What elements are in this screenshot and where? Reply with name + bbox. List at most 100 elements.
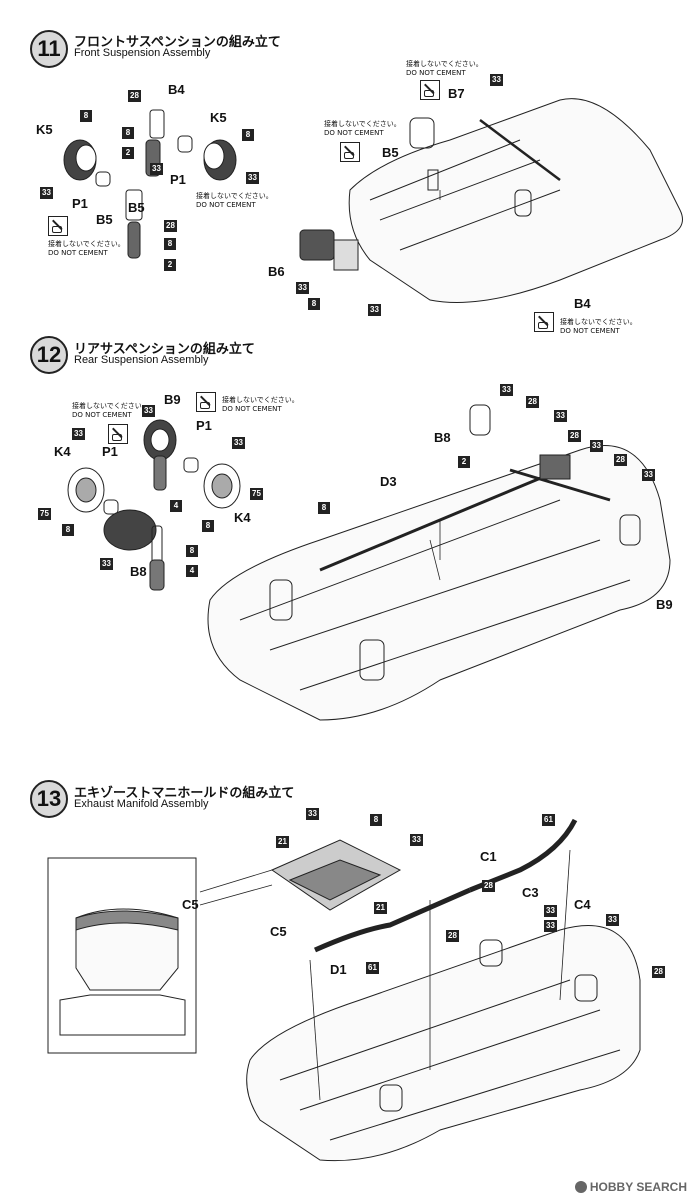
no-cement-icon [196,392,216,412]
watermark: HOBBY SEARCH [574,1180,687,1194]
part-label: B9 [656,597,673,612]
part-number-badge: 33 [296,282,309,294]
part-number-badge: 28 [482,880,495,892]
part-number-badge: 33 [232,437,245,449]
part-number-badge: 33 [72,428,85,440]
no-cement-note: 接着しないでください。DO NOT CEMENT [196,192,273,209]
part-number-badge: 33 [368,304,381,316]
step12-car-drawing [207,404,671,721]
step-number-13: 13 [30,780,68,818]
step-title-jp-13: エキゾーストマニホールドの組み立て [74,786,295,801]
step13-inset-drawing [47,857,197,1054]
part-number-badge: 8 [242,129,254,141]
part-number-badge: 28 [568,430,581,442]
no-cement-icon [48,216,68,236]
part-label: K5 [210,110,227,125]
part-number-badge: 28 [526,396,539,408]
part-number-badge: 33 [490,74,503,86]
part-label: B4 [168,82,185,97]
part-label: K4 [234,510,251,525]
part-label: B7 [448,86,465,101]
part-number-badge: 8 [80,110,92,122]
part-label: B9 [164,392,181,407]
part-label: C5 [182,897,199,912]
part-number-badge: 33 [544,920,557,932]
leader-lines [199,190,571,1101]
no-cement-note: 接着しないでください。DO NOT CEMENT [222,396,299,413]
part-number-badge: 4 [186,565,198,577]
part-number-badge: 33 [150,163,163,175]
no-cement-note: 接着しないでください。DO NOT CEMENT [48,240,125,257]
part-label: B5 [382,145,399,160]
no-cement-icon [534,312,554,332]
part-number-badge: 8 [122,127,134,139]
part-label: P1 [170,172,186,187]
step-number-12: 12 [30,336,68,374]
part-label: K5 [36,122,53,137]
part-number-badge: 8 [186,545,198,557]
part-number-badge: 33 [410,834,423,846]
step-title-en-12: Rear Suspension Assembly [74,354,209,366]
part-number-badge: 33 [544,905,557,917]
part-number-badge: 28 [614,454,627,466]
part-number-badge: 28 [128,90,141,102]
step11-parts-drawing [63,109,237,259]
part-number-badge: 33 [606,914,619,926]
step-title-en-13: Exhaust Manifold Assembly [74,798,209,810]
part-label: P1 [196,418,212,433]
part-number-badge: 2 [164,259,176,271]
part-label: B6 [268,264,285,279]
part-number-badge: 33 [40,187,53,199]
no-cement-icon [420,80,440,100]
part-label: B8 [130,564,147,579]
part-label: C3 [522,885,539,900]
part-label: B4 [574,296,591,311]
part-number-badge: 33 [100,558,113,570]
no-cement-note: 接着しないでください。DO NOT CEMENT [406,60,483,77]
part-label: K4 [54,444,71,459]
step-title-jp-11: フロントサスペンションの組み立て [74,35,281,50]
part-number-badge: 8 [202,520,214,532]
part-number-badge: 28 [446,930,459,942]
step-title-jp-12: リアサスペンションの組み立て [74,342,255,357]
part-number-badge: 4 [170,500,182,512]
part-label: D3 [380,474,397,489]
part-number-badge: 8 [370,814,382,826]
part-number-badge: 33 [554,410,567,422]
step-number-11: 11 [30,30,68,68]
part-number-badge: 8 [308,298,320,310]
step13-car-drawing [246,818,641,1162]
part-number-badge: 8 [62,524,74,536]
part-number-badge: 28 [164,220,177,232]
no-cement-note: 接着しないでください。DO NOT CEMENT [560,318,637,335]
part-number-badge: 2 [122,147,134,159]
part-number-badge: 61 [366,962,379,974]
part-number-badge: 75 [250,488,263,500]
part-number-badge: 75 [38,508,51,520]
part-number-badge: 8 [318,502,330,514]
hobby-search-logo-icon [574,1181,587,1193]
part-label: B8 [434,430,451,445]
part-label: C1 [480,849,497,864]
part-label: C5 [270,924,287,939]
step11-car-drawing [299,98,683,303]
no-cement-note: 接着しないでください。DO NOT CEMENT [72,402,149,419]
part-number-badge: 8 [164,238,176,250]
part-label: P1 [102,444,118,459]
part-number-badge: 33 [500,384,513,396]
part-number-badge: 61 [542,814,555,826]
step12-parts-drawing [67,419,241,591]
part-number-badge: 21 [374,902,387,914]
part-label: C4 [574,897,591,912]
part-number-badge: 33 [590,440,603,452]
part-number-badge: 28 [652,966,665,978]
no-cement-icon [340,142,360,162]
no-cement-note: 接着しないでください。DO NOT CEMENT [324,120,401,137]
step-title-en-11: Front Suspension Assembly [74,47,211,59]
part-number-badge: 33 [306,808,319,820]
part-number-badge: 33 [142,405,155,417]
part-label: B5 [128,200,145,215]
no-cement-icon [108,424,128,444]
part-label: P1 [72,196,88,211]
part-number-badge: 33 [642,469,655,481]
